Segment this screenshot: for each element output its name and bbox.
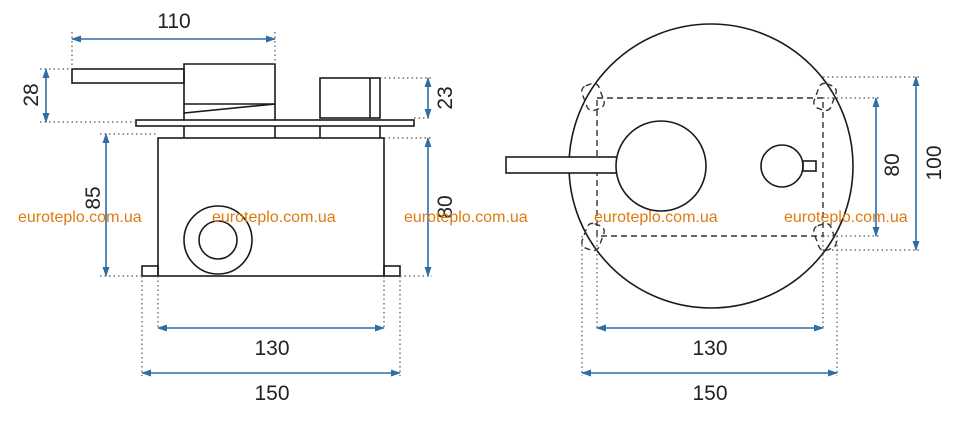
front-lever	[505, 156, 621, 174]
cover-plate	[135, 119, 415, 127]
front-view: 80 100 130 150	[505, 23, 946, 405]
outlet-port-inner	[198, 220, 238, 260]
dim-label-outer-width: 150	[692, 382, 727, 405]
watermark-row: euroteplo.com.ua euroteplo.com.ua eurote…	[18, 209, 908, 226]
watermark-text: euroteplo.com.ua	[594, 209, 718, 226]
lever-handle	[71, 68, 185, 84]
hidden-lug-tl	[581, 82, 605, 112]
hidden-lug-br	[813, 222, 837, 252]
dim-label-body-height: 85	[82, 186, 105, 209]
watermark-text: euroteplo.com.ua	[18, 209, 142, 226]
side-view: 110 28 23 85 80 130 150	[20, 10, 457, 405]
hidden-box-outline	[596, 97, 824, 237]
outlet-port-outer	[183, 205, 253, 275]
mixer-knob	[615, 120, 707, 212]
watermark-text: euroteplo.com.ua	[784, 209, 908, 226]
mixer-head	[183, 63, 276, 114]
diverter-button	[760, 144, 804, 188]
dim-label-lever-height: 28	[20, 83, 43, 106]
dim-label-inner-width: 130	[692, 337, 727, 360]
body-box	[157, 137, 385, 277]
dim-label-base-inner: 130	[254, 337, 289, 360]
watermark-text: euroteplo.com.ua	[212, 209, 336, 226]
button-housing	[319, 77, 381, 119]
dim-label-top-width: 110	[157, 10, 190, 33]
dim-label-right-height: 80	[434, 195, 457, 218]
foot-right	[383, 265, 401, 277]
watermark-text: euroteplo.com.ua	[404, 209, 528, 226]
hidden-lug-bl	[581, 222, 605, 252]
dim-label-inner-height: 80	[881, 153, 904, 176]
dim-label-base-outer: 150	[254, 382, 289, 405]
dim-label-outer-height: 100	[923, 145, 946, 180]
diverter-nub	[802, 160, 817, 172]
hidden-lug-tr	[813, 82, 837, 112]
foot-left	[141, 265, 159, 277]
dim-label-button-height: 23	[434, 86, 457, 109]
